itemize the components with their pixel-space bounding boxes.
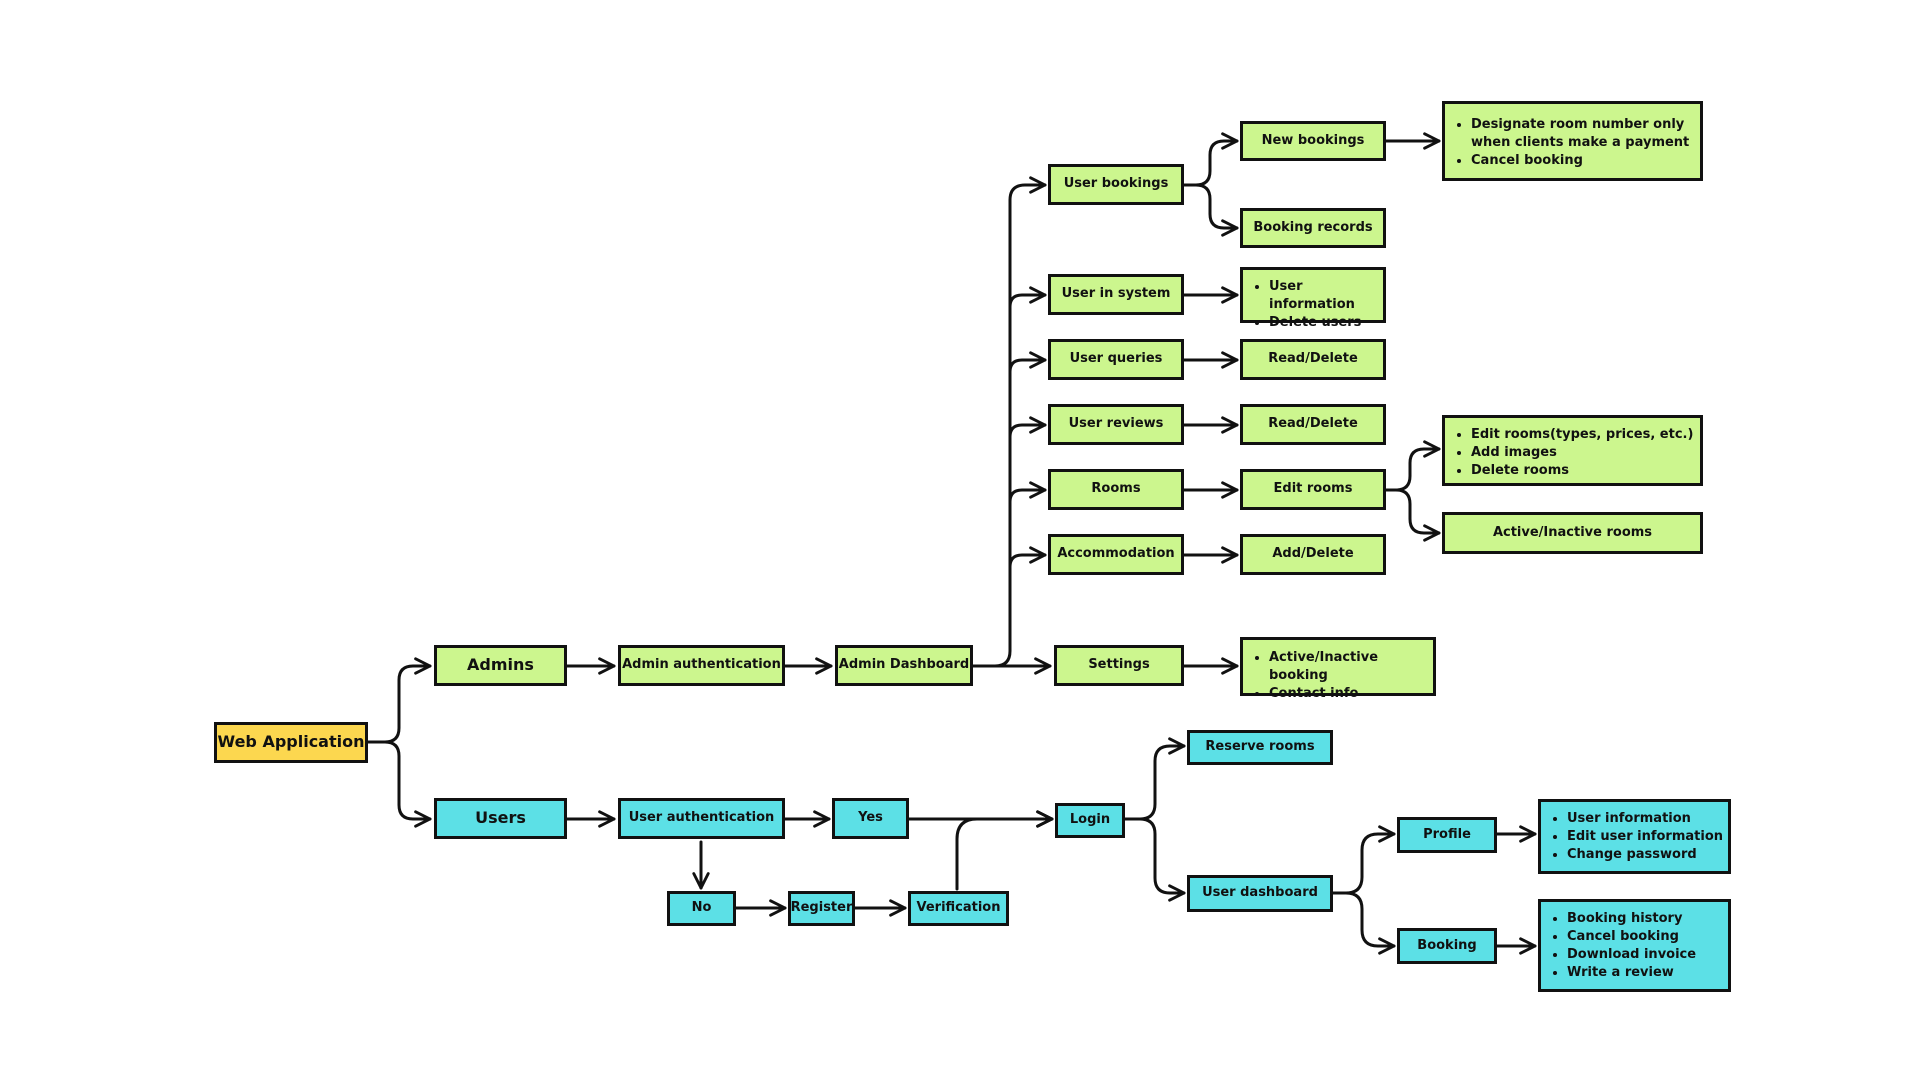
- connector-root-admins: [366, 657, 432, 744]
- list-item: Download invoice: [1567, 946, 1696, 964]
- connector-root-users: [366, 740, 432, 828]
- node-new-bookings: New bookings: [1240, 121, 1386, 161]
- node-users: Users: [434, 798, 567, 839]
- node-accommodation-action: Add/Delete: [1240, 534, 1386, 575]
- connector-trunk-accommodation: [1008, 546, 1047, 569]
- node-edit-rooms-actions: Edit rooms(types, prices, etc.) Add imag…: [1442, 415, 1703, 486]
- connector-login-reserve: [1123, 737, 1186, 821]
- connector-trunk-rooms: [1008, 481, 1047, 504]
- node-verification: Verification: [908, 891, 1009, 926]
- list-item: User information: [1269, 278, 1383, 314]
- list-item: Add images: [1471, 444, 1693, 462]
- node-settings: Settings: [1054, 645, 1184, 686]
- connector-trunk-user-in-system: [1008, 286, 1047, 309]
- list-item: Contact info: [1269, 685, 1433, 703]
- node-user-queries: User queries: [1048, 339, 1184, 380]
- node-edit-rooms: Edit rooms: [1240, 469, 1386, 510]
- node-admin-dashboard: Admin Dashboard: [835, 645, 973, 686]
- node-no: No: [667, 891, 736, 926]
- connector-trunk-user-reviews: [1008, 416, 1047, 439]
- connector-user-bookings-new: [1182, 132, 1239, 187]
- node-user-queries-action: Read/Delete: [1240, 339, 1386, 380]
- node-register: Register: [788, 891, 855, 926]
- node-reserve-rooms: Reserve rooms: [1187, 730, 1333, 765]
- node-rooms: Rooms: [1048, 469, 1184, 510]
- node-user-reviews-action: Read/Delete: [1240, 404, 1386, 445]
- node-admin-authentication: Admin authentication: [618, 645, 785, 686]
- list-item: Delete users: [1269, 314, 1383, 332]
- connector-edit-rooms-actions: [1384, 440, 1441, 492]
- connector-verification-login: [955, 810, 1054, 891]
- connector-login-dashboard: [1123, 817, 1186, 902]
- node-active-inactive-rooms: Active/Inactive rooms: [1442, 512, 1703, 554]
- node-admins: Admins: [434, 645, 567, 686]
- node-web-application: Web Application: [214, 722, 368, 763]
- list-item: Active/Inactive booking: [1269, 649, 1433, 685]
- node-user-dashboard: User dashboard: [1187, 875, 1333, 912]
- node-booking: Booking: [1397, 928, 1497, 964]
- connector-trunk-user-queries: [1008, 351, 1047, 374]
- connector-trunk-user-bookings: [971, 176, 1047, 668]
- node-new-bookings-actions: Designate room number only when clients …: [1442, 101, 1703, 181]
- node-user-in-system-actions: User information Delete users: [1240, 267, 1386, 330]
- list-item: Booking history: [1567, 910, 1696, 928]
- node-user-bookings: User bookings: [1048, 164, 1184, 205]
- node-accommodation: Accommodation: [1048, 534, 1184, 575]
- node-yes: Yes: [832, 798, 909, 839]
- connector-dashboard-profile: [1331, 825, 1396, 895]
- node-user-authentication: User authentication: [618, 798, 785, 839]
- list-item: Delete rooms: [1471, 462, 1693, 480]
- connector-dashboard-booking: [1331, 891, 1396, 955]
- node-login: Login: [1055, 803, 1125, 838]
- node-user-in-system: User in system: [1048, 274, 1184, 315]
- node-user-reviews: User reviews: [1048, 404, 1184, 445]
- connector-edit-rooms-active: [1384, 488, 1441, 542]
- list-item: Designate room number only when clients …: [1471, 116, 1700, 152]
- list-item: Write a review: [1567, 964, 1696, 982]
- list-item: Cancel booking: [1567, 928, 1696, 946]
- node-booking-records: Booking records: [1240, 208, 1386, 248]
- node-settings-actions: Active/Inactive booking Contact info: [1240, 637, 1436, 701]
- node-booking-actions: Booking history Cancel booking Download …: [1538, 899, 1731, 992]
- list-item: Cancel booking: [1471, 152, 1700, 170]
- node-profile: Profile: [1397, 817, 1497, 853]
- list-item: Edit rooms(types, prices, etc.): [1471, 426, 1693, 444]
- list-item: Edit user information: [1567, 828, 1723, 846]
- list-item: User information: [1567, 810, 1723, 828]
- list-item: Change password: [1567, 846, 1723, 864]
- connector-user-bookings-records: [1182, 183, 1239, 237]
- node-profile-actions: User information Edit user information C…: [1538, 799, 1731, 874]
